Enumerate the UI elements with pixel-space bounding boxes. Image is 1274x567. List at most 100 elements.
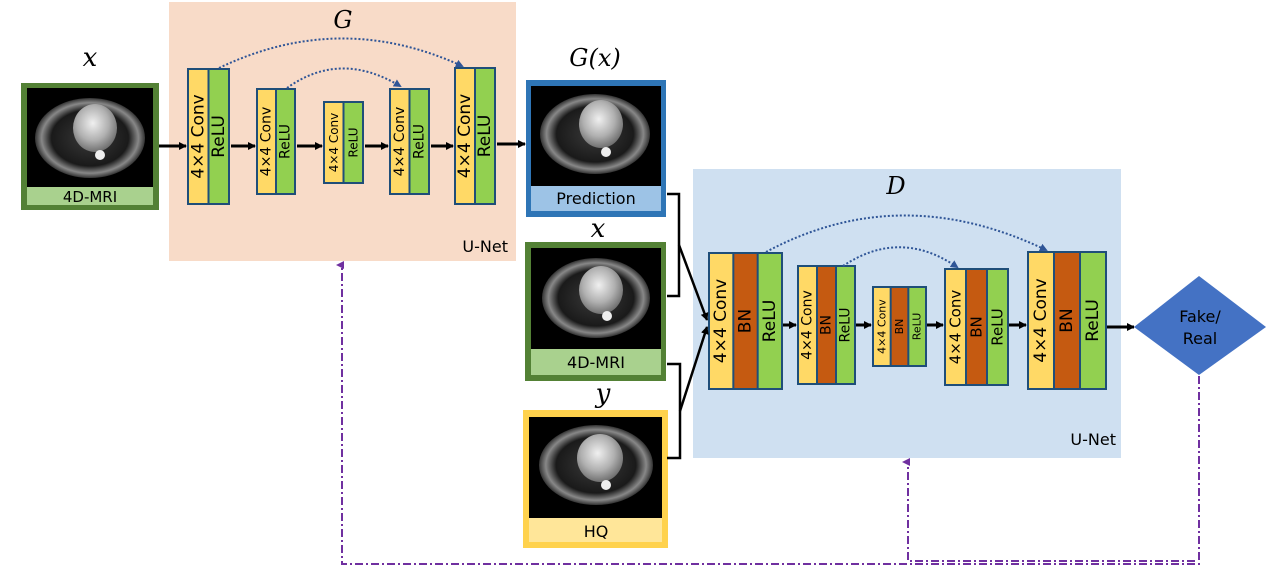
input-copy-image-card: 4D-MRI [525, 242, 666, 381]
discriminator-layer-block: 4×4 Conv BN ReLU [872, 286, 927, 367]
relu-label: ReLU [911, 313, 924, 341]
decision-line2: Real [1183, 329, 1218, 348]
prediction-image-card: Prediction [526, 80, 666, 217]
skip-d2-d4 [842, 246, 959, 269]
input-copy-label: 4D-MRI [567, 353, 625, 372]
relu-label: ReLU [838, 307, 854, 342]
relu-layer [277, 90, 294, 193]
input-image-card: 4D-MRI [21, 83, 159, 210]
conv-label: 4×4 Conv [455, 94, 475, 178]
input-symbol: x [83, 43, 98, 73]
prediction-symbol: G(x) [569, 44, 620, 72]
feedback-to-discriminator [902, 458, 1195, 562]
mri-scan-icon [542, 258, 650, 338]
relu-label: ReLU [411, 124, 427, 159]
bn-label: BN [1057, 308, 1077, 332]
discriminator-symbol: D [885, 172, 905, 200]
relu-label: ReLU [346, 127, 360, 157]
input-label: 4D-MRI [63, 188, 117, 206]
conv-label: 4×4 Conv [1031, 278, 1051, 362]
discriminator-skip-connections [765, 214, 1048, 269]
relu-layer [988, 270, 1007, 384]
conv-layer [325, 103, 343, 182]
fake-real-decision: Fake/ Real [1134, 276, 1266, 375]
bn-label: BN [736, 309, 756, 333]
conv-label: 4×4 Conv [392, 107, 408, 177]
generator-skip-connections [218, 37, 464, 89]
mri-scan-icon [539, 425, 653, 505]
target-symbol: y [595, 379, 611, 409]
conv-layer [189, 70, 208, 203]
bn-layer [818, 267, 835, 383]
conv-label: 4×4 Conv [800, 290, 816, 360]
bn-layer [1055, 253, 1079, 388]
conv-layer [946, 270, 965, 384]
skip-g1-g5 [218, 37, 464, 69]
conv-label: 4×4 Conv [711, 279, 731, 363]
relu-layer [837, 267, 854, 383]
discriminator-layer-block: 4×4 Conv BN ReLU [1027, 251, 1107, 390]
relu-label: ReLU [209, 115, 229, 158]
conv-label: 4×4 Conv [875, 299, 888, 354]
conv-layer [391, 90, 409, 193]
relu-layer [410, 90, 428, 193]
decision-line1: Fake/ [1179, 307, 1221, 326]
relu-label: ReLU [1083, 299, 1103, 342]
bn-label: BN [893, 319, 906, 335]
relu-label: ReLU [278, 124, 294, 159]
relu-label: ReLU [475, 115, 495, 158]
relu-layer [1081, 253, 1105, 388]
bn-layer [734, 254, 757, 388]
bn-layer [891, 288, 908, 365]
relu-label: ReLU [989, 308, 1007, 346]
relu-label: ReLU [760, 300, 780, 343]
conv-layer [874, 288, 890, 365]
conv-layer [1029, 253, 1053, 388]
target-bracket [667, 362, 682, 460]
conv-layer [456, 69, 474, 203]
generator-layer-block: 4×4 Conv ReLU [323, 101, 364, 184]
relu-layer [209, 70, 228, 203]
generator-flow-arrows [159, 140, 526, 150]
relu-layer [344, 103, 362, 182]
generator-name: U-Net [462, 237, 508, 256]
mri-scan-icon [540, 94, 650, 174]
prediction-label: Prediction [556, 189, 635, 208]
input-copy-symbol: x [591, 214, 606, 244]
conv-layer [710, 254, 733, 388]
bn-label: BN [968, 316, 986, 338]
discriminator-flow-arrows [783, 321, 1135, 331]
mri-scan-icon [35, 98, 145, 178]
bn-label: BN [819, 315, 835, 335]
concat-connectors [667, 192, 709, 460]
arrow-to-d1-bottom [678, 326, 709, 412]
conv-label: 4×4 Conv [188, 94, 208, 178]
relu-layer [758, 254, 781, 388]
conv-label: 4×4 Conv [327, 113, 341, 173]
target-image-card: HQ [523, 410, 668, 548]
generator-symbol: G [333, 6, 352, 34]
pred-bracket [667, 192, 681, 298]
bn-layer [967, 270, 986, 384]
conv-layer [258, 90, 275, 193]
feedback-lines [336, 261, 1200, 565]
target-label: HQ [584, 522, 609, 541]
relu-layer [476, 69, 494, 203]
arrow-to-d1-top [677, 244, 709, 321]
relu-layer [909, 288, 925, 365]
conv-label: 4×4 Conv [259, 107, 275, 177]
discriminator-name: U-Net [1070, 430, 1116, 449]
conv-label: 4×4 Conv [947, 290, 965, 365]
skip-g2-g4 [286, 67, 402, 89]
conv-layer [799, 267, 816, 383]
